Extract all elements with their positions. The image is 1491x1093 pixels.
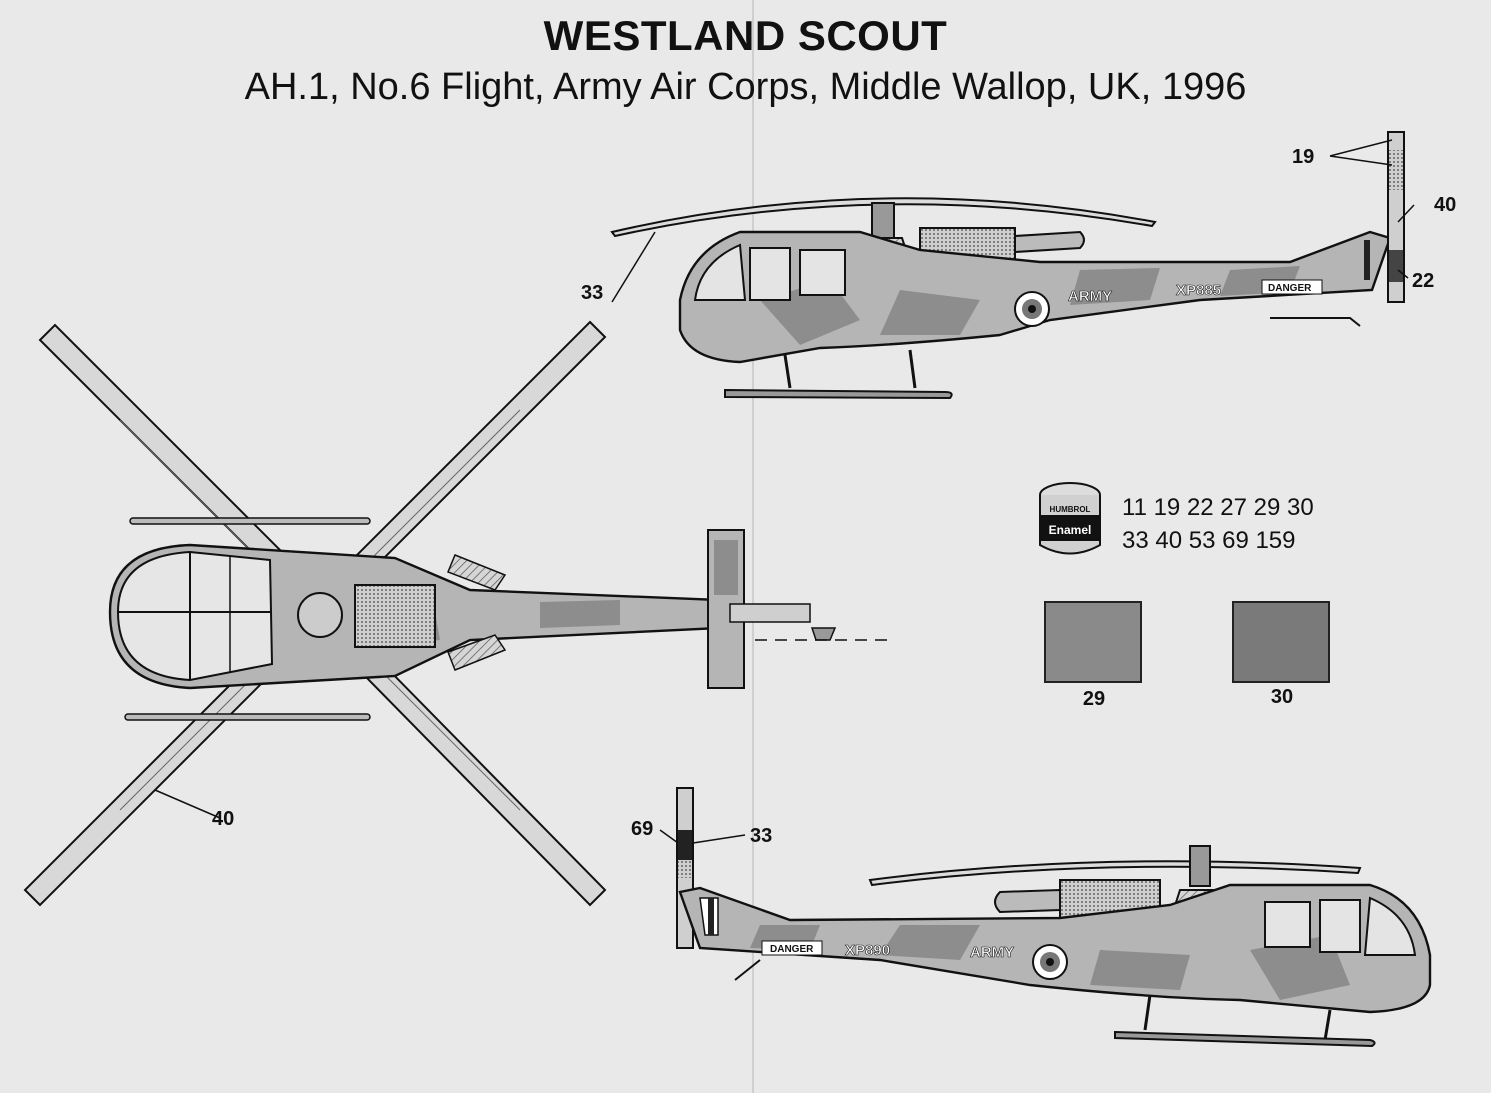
callout-40-tail: 40 <box>1434 194 1457 216</box>
side-view-right: ARMY XP885 DANGER <box>610 131 1405 400</box>
paint-number-list: 11 19 22 27 29 30 33 40 53 69 159 <box>1122 491 1314 557</box>
serial-marking-right: XP885 <box>1176 282 1221 299</box>
color-swatch-30 <box>1232 601 1330 683</box>
page-title: WESTLAND SCOUT <box>543 12 948 59</box>
paint-tin: HUMBROL Enamel <box>1039 482 1101 555</box>
color-swatch-29 <box>1044 601 1142 683</box>
callout-40-rotor: 40 <box>212 808 235 830</box>
callout-69: 69 <box>631 818 654 840</box>
callout-33-side: 33 <box>581 282 604 304</box>
swatch-label-30: 30 <box>1270 686 1294 708</box>
serial-marking-left: XP890 <box>845 942 890 959</box>
callout-19: 19 <box>1292 146 1315 168</box>
danger-marking-right: DANGER <box>1268 283 1312 294</box>
page-fold <box>752 0 754 1093</box>
army-marking-right: ARMY <box>1068 288 1112 305</box>
tin-type: Enamel <box>1049 523 1092 537</box>
army-marking-left: ARMY <box>970 944 1014 961</box>
callout-33-tail: 33 <box>750 825 773 847</box>
paint-numbers-line-2: 33 40 53 69 159 <box>1122 527 1296 554</box>
callout-22: 22 <box>1412 270 1435 292</box>
paint-numbers-line-1: 11 19 22 27 29 30 <box>1122 494 1314 521</box>
top-view <box>23 320 895 907</box>
danger-marking-left: DANGER <box>770 944 814 955</box>
swatch-label-29: 29 <box>1082 688 1106 710</box>
tin-brand: HUMBROL <box>1050 505 1091 514</box>
side-view-left: ARMY XP890 DANGER <box>678 845 1432 1048</box>
page-subtitle: AH.1, No.6 Flight, Army Air Corps, Middl… <box>244 66 1247 108</box>
